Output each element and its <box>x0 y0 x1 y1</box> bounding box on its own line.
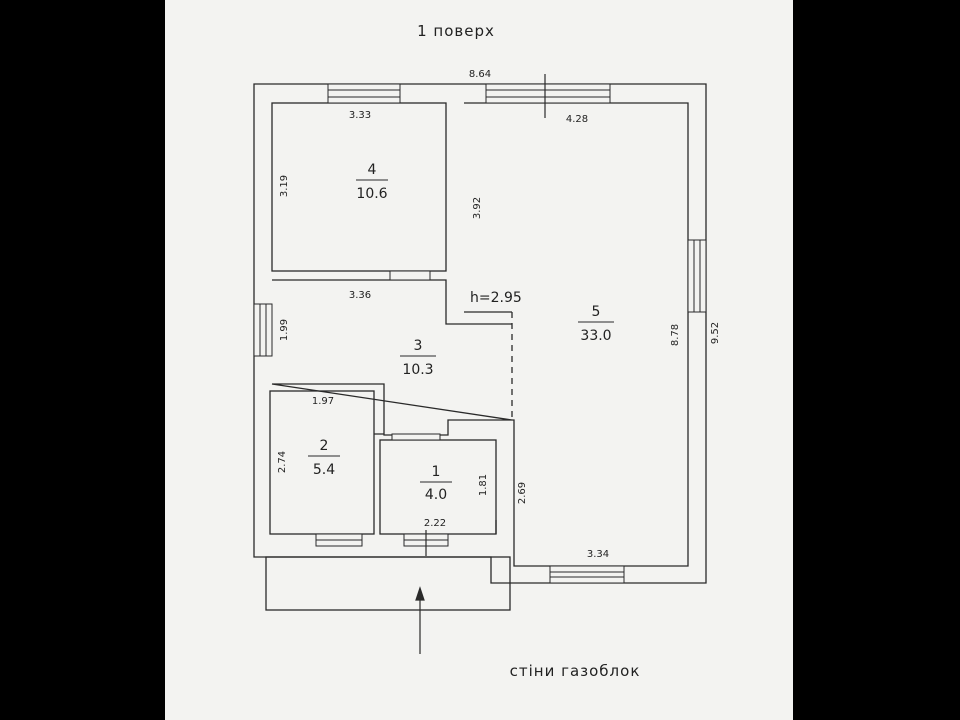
entrance-arrow-head <box>415 586 425 601</box>
room-2-number: 2 <box>320 438 329 454</box>
page-title: 1 поверх <box>417 22 495 40</box>
room-5-number: 5 <box>592 304 601 320</box>
window-room-3-left <box>253 303 273 357</box>
window-room-5-top <box>485 83 611 104</box>
door-room-4 <box>389 270 431 281</box>
entrance-porch <box>265 556 511 611</box>
dim-room4-left: 3.19 <box>279 175 290 197</box>
dim-room2-top: 1.97 <box>312 396 334 407</box>
dim-room4-top: 3.33 <box>349 110 371 121</box>
dim-outer-right: 9.52 <box>710 322 721 344</box>
room-1-area: 4.0 <box>425 487 447 503</box>
door-room-1 <box>391 433 441 441</box>
dim-room2-left: 2.74 <box>277 451 288 473</box>
ceiling-height: h=2.95 <box>470 290 522 306</box>
room-4-area: 10.6 <box>356 186 387 202</box>
outer-wall <box>253 83 707 584</box>
dim-outer-top: 8.64 <box>469 69 491 80</box>
dim-room5-right: 8.78 <box>670 324 681 346</box>
room-4-number: 4 <box>368 162 377 178</box>
room-3-area: 10.3 <box>402 362 433 378</box>
room-5-area: 33.0 <box>580 328 611 344</box>
room-5-outline <box>464 102 689 567</box>
dim-room1-right: 1.81 <box>478 474 489 496</box>
corridor-line <box>374 433 497 534</box>
room-1-number: 1 <box>432 464 441 480</box>
room-2-area: 5.4 <box>313 462 335 478</box>
dim-room3-top: 3.36 <box>349 290 371 301</box>
dim-room1-bottom: 2.22 <box>424 518 446 529</box>
dim-room5-left: 3.92 <box>472 197 483 219</box>
window-room-5-bottom <box>549 565 625 584</box>
dim-room3-left: 1.99 <box>279 319 290 341</box>
room-3-outline <box>271 279 513 436</box>
room-3-number: 3 <box>414 338 423 354</box>
dim-room5-bottom: 3.34 <box>587 549 609 560</box>
dim-room5-lower-left: 2.69 <box>517 482 528 504</box>
window-room-2-bottom <box>315 533 363 547</box>
footer-note: стіни газоблок <box>510 662 641 680</box>
dim-room5-top: 4.28 <box>566 114 588 125</box>
window-room-5-right <box>687 239 707 313</box>
window-room-4 <box>327 83 401 104</box>
